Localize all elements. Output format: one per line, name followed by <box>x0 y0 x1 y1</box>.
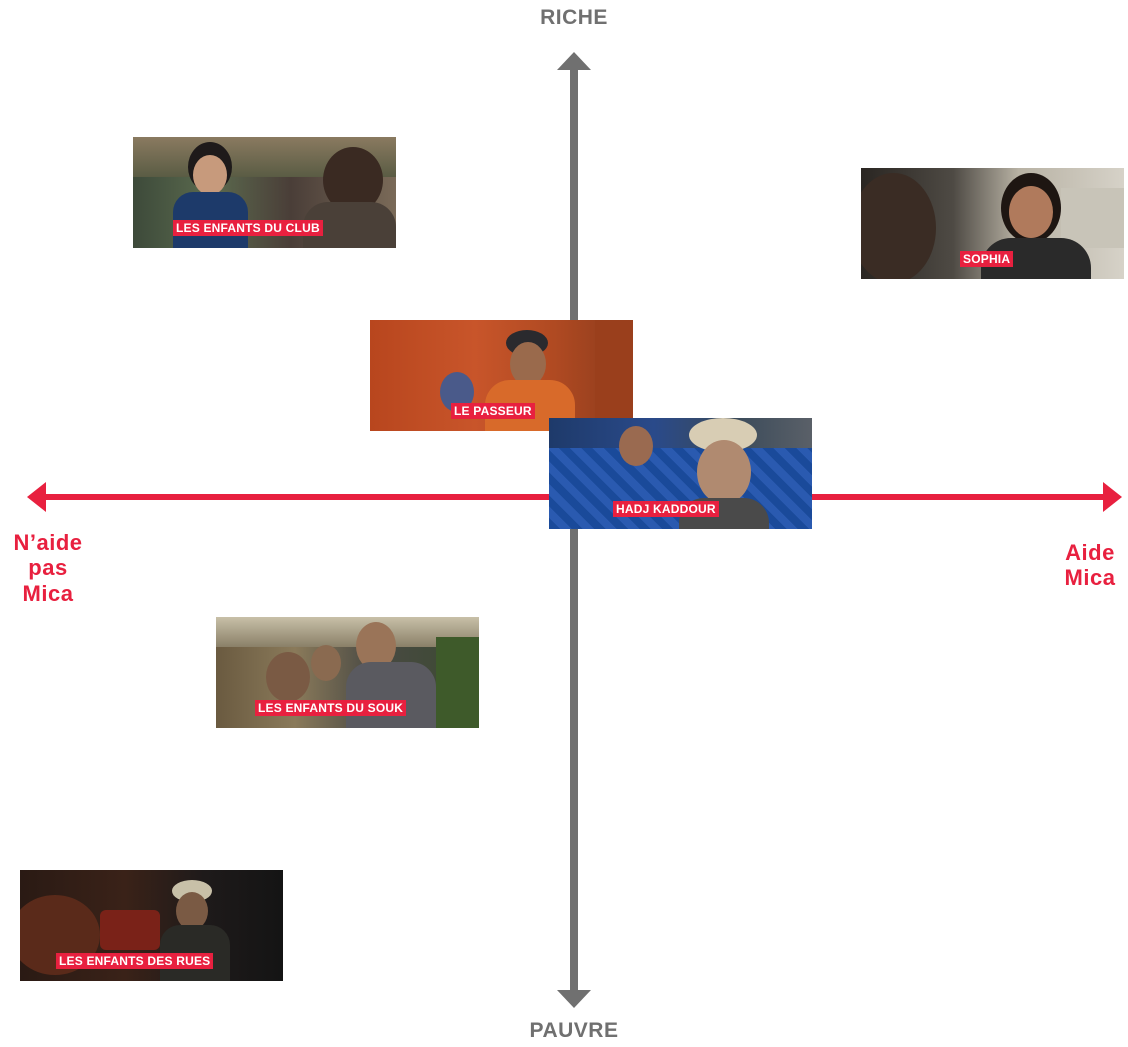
axis-label-left-line: Mica <box>22 580 74 606</box>
character-label: LES ENFANTS DU CLUB <box>173 220 323 236</box>
character-card-enfants-du-souk: LES ENFANTS DU SOUK <box>216 617 479 728</box>
character-label: SOPHIA <box>960 251 1014 267</box>
horizontal-axis-arrow-left <box>27 482 46 512</box>
axis-label-right-line: Aide <box>1065 540 1115 565</box>
axis-label-right-line: Mica <box>1064 565 1116 591</box>
horizontal-axis-arrow-right <box>1103 482 1122 512</box>
vertical-axis-arrow-down <box>557 990 591 1008</box>
character-label: LES ENFANTS DES RUES <box>56 953 214 969</box>
character-card-sophia: SOPHIA <box>861 168 1124 279</box>
character-card-enfants-des-rues: LES ENFANTS DES RUES <box>20 870 283 981</box>
axis-label-pauvre: PAUVRE <box>529 1019 619 1042</box>
axis-label-riche: RICHE <box>540 6 608 29</box>
character-label: HADJ KADDOUR <box>613 501 719 517</box>
character-card-enfants-du-club: LES ENFANTS DU CLUB <box>133 137 396 248</box>
character-label: LES ENFANTS DU SOUK <box>255 700 407 716</box>
axis-label-left-line: N’aide <box>13 530 83 555</box>
axis-label-aide-mica: Aide Mica <box>1052 540 1128 591</box>
vertical-axis-arrow-up <box>557 52 591 70</box>
character-card-hadj-kaddour: HADJ KADDOUR <box>549 418 812 529</box>
character-label: LE PASSEUR <box>451 403 535 419</box>
axis-label-naide-pas-mica: N’aide pas Mica <box>2 530 94 606</box>
axis-label-left-line: pas <box>28 555 68 581</box>
character-card-le-passeur: LE PASSEUR <box>370 320 633 431</box>
